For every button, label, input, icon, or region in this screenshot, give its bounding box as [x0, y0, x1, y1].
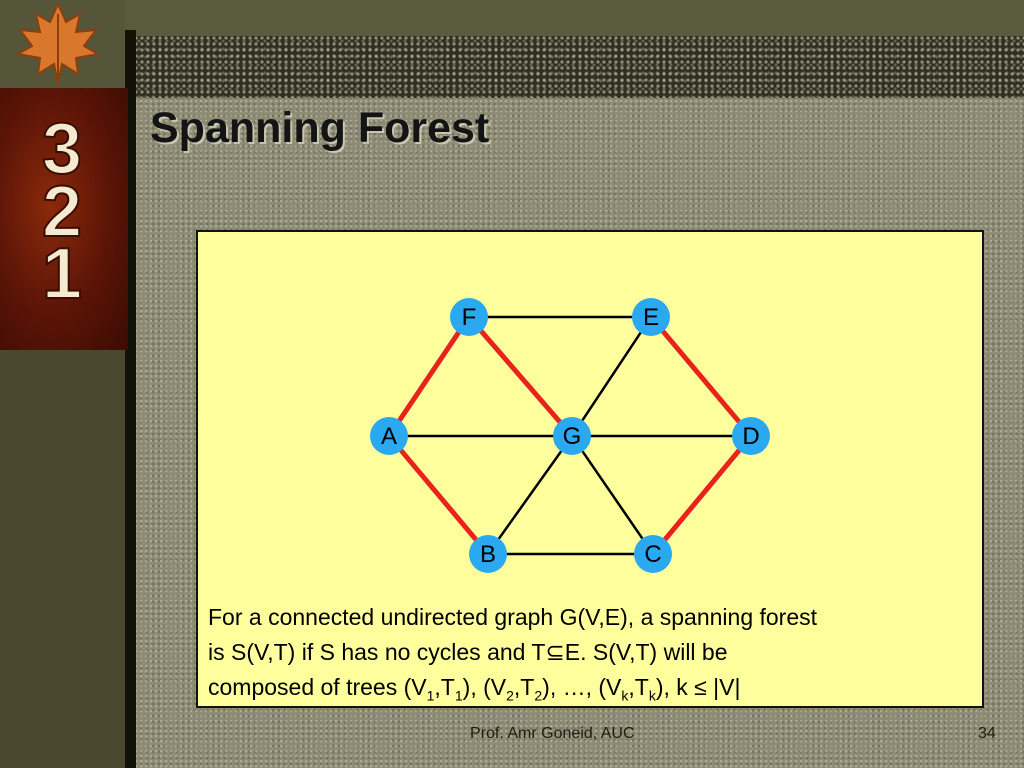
- node-circle: [732, 417, 770, 455]
- edge-f-g: [478, 328, 563, 425]
- slide-title: Spanning Forest: [150, 104, 490, 152]
- node-circle: [450, 298, 488, 336]
- nodes-layer: F E A G D B C: [370, 298, 770, 573]
- badge-digit-3: 3: [42, 109, 82, 189]
- node-label: F: [462, 304, 477, 331]
- top-band: [125, 0, 1024, 36]
- edge-f-a: [397, 330, 461, 423]
- node-f: F: [450, 298, 488, 336]
- node-g: G: [553, 417, 591, 455]
- sub-2b: 2: [534, 687, 543, 704]
- definition-text: For a connected undirected graph G(V,E),…: [208, 600, 968, 705]
- line3-e: ), …, (V: [542, 674, 622, 700]
- node-a: A: [370, 417, 408, 455]
- content-box: F E A G D B C For a connected undirected graph…: [196, 230, 984, 708]
- left-lower-panel: [0, 350, 125, 768]
- node-label: B: [480, 541, 496, 568]
- edge-g-b: [497, 450, 563, 540]
- node-label: C: [644, 541, 661, 568]
- node-circle: [370, 417, 408, 455]
- node-circle: [553, 417, 591, 455]
- sub-1b: 1: [454, 687, 463, 704]
- sub-k: k: [621, 687, 629, 704]
- node-c: C: [634, 535, 672, 573]
- definition-line-1-text: For a connected undirected graph G(V,E),…: [208, 604, 818, 630]
- node-label: D: [742, 423, 759, 450]
- node-d: D: [732, 417, 770, 455]
- subset-symbol: ⊆: [545, 639, 565, 665]
- footer-author: Prof. Amr Goneid, AUC: [470, 725, 635, 742]
- definition-line-3: composed of trees (V1,T1), (V2,T2), …, (…: [208, 670, 968, 705]
- sub-2: 2: [506, 687, 514, 704]
- number-badge-panel: 3 2 1: [0, 88, 128, 350]
- edge-g-c: [581, 450, 644, 540]
- badge-digit-1: 1: [42, 234, 82, 314]
- sub-1: 1: [426, 687, 435, 704]
- graph-diagram: F E A G D B C: [370, 298, 770, 573]
- definition-line-2: is S(V,T) if S has no cycles and T⊆E. S(…: [208, 635, 968, 670]
- line3-f: ,T: [628, 674, 649, 700]
- node-circle: [632, 298, 670, 336]
- line3-g: ), k ≤ |V|: [655, 674, 741, 700]
- edge-e-d: [660, 329, 742, 424]
- header-texture-strip: [128, 36, 1024, 98]
- node-e: E: [632, 298, 670, 336]
- definition-line-2a: is S(V,T) if S has no cycles and T: [208, 639, 546, 665]
- sub-kb: k: [648, 687, 656, 704]
- definition-line-1: For a connected undirected graph G(V,E),…: [208, 600, 968, 635]
- line3-a: composed of trees (V: [208, 674, 427, 700]
- edge-a-b: [398, 448, 479, 542]
- number-badge: 3 2 1: [41, 108, 83, 315]
- maple-leaf-icon: [15, 1, 101, 85]
- edge-e-g: [581, 331, 642, 422]
- edges-layer: [397, 315, 742, 556]
- node-label: A: [381, 423, 397, 450]
- node-label: E: [643, 304, 659, 331]
- badge-digit-2: 2: [42, 172, 82, 252]
- edge-d-c: [662, 448, 742, 542]
- node-b: B: [469, 535, 507, 573]
- slide-number: 34: [978, 725, 996, 742]
- line3-b: ,T: [434, 674, 455, 700]
- left-dark-rail: [125, 30, 136, 768]
- node-circle: [634, 535, 672, 573]
- node-label: G: [563, 423, 582, 450]
- definition-line-2b: E. S(V,T) will be: [564, 639, 728, 665]
- maple-leaf-area: [0, 0, 125, 88]
- node-circle: [469, 535, 507, 573]
- line3-d: ,T: [513, 674, 535, 700]
- line3-c: ), (V: [462, 674, 507, 700]
